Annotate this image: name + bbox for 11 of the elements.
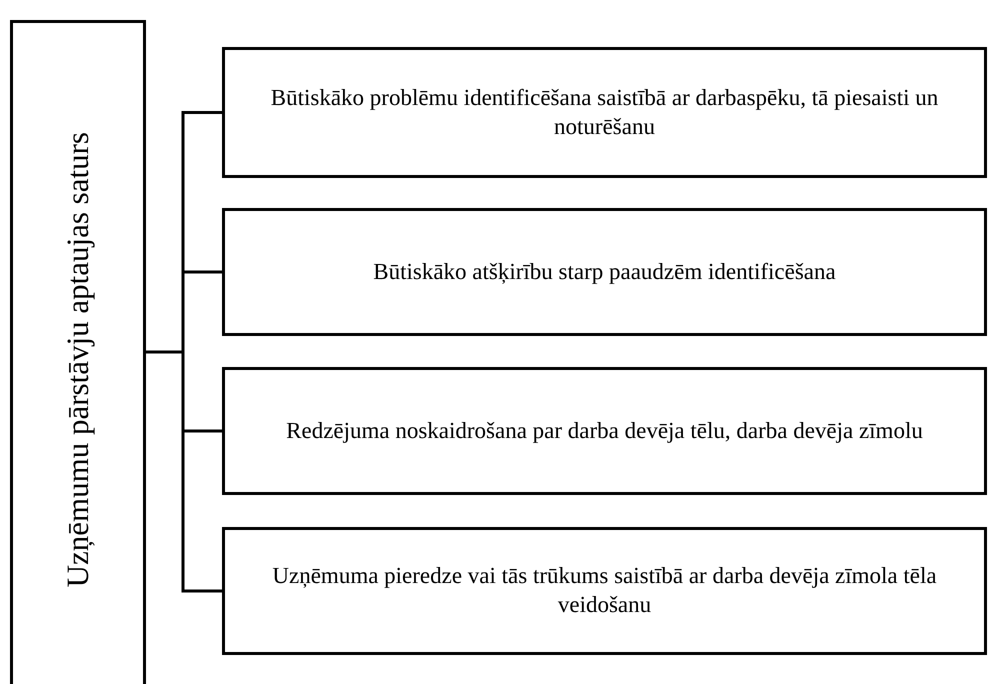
title-box xyxy=(10,20,146,684)
content-box xyxy=(222,367,987,495)
content-box xyxy=(222,527,987,655)
box-text: Uzņēmuma pieredze vai tās trūkums saistībā ar darba devēja zīmola tēla veidošanu xyxy=(271,562,938,619)
content-box xyxy=(222,47,987,178)
connector-line xyxy=(146,350,222,592)
box-text: Redzējuma noskaidrošana par darba devēja tēlu, darba devēja zīmolu xyxy=(285,416,924,445)
box-text: Būtiskāko problēmu identificēšana saistībā ar darbaspēku, tā piesaisti un noturēšanu xyxy=(270,84,940,140)
vertical-heading: Uzņēmumu pārstāvju aptaujas saturs xyxy=(60,132,96,588)
content-box xyxy=(222,208,987,336)
box-text: Būtiskāko atšķirību starp paaudzēm identificēšana xyxy=(372,258,837,286)
